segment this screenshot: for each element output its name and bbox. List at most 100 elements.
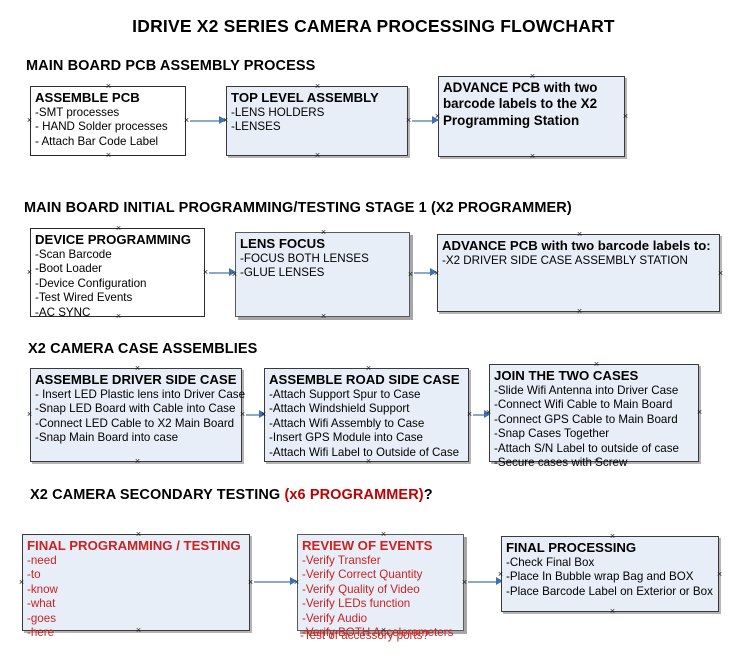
connector-road-side-to-join [473, 414, 487, 416]
connection-point-top[interactable] [576, 231, 583, 238]
connection-point-bottom[interactable] [609, 608, 616, 615]
connection-point-left[interactable] [433, 270, 440, 277]
node-line: -Slide Wifi Antenna into Driver Case [494, 383, 679, 397]
node-review-of-events[interactable]: REVIEW OF EVENTS -Verify Transfer -Verif… [297, 531, 464, 639]
node-line: -Attach S/N Label to outside of case [494, 441, 679, 455]
node-line: -Device Configuration [35, 276, 147, 290]
connection-point-right[interactable] [717, 270, 724, 277]
connection-point-bottom[interactable] [365, 458, 372, 465]
node-line: -Attach Support Spur to Case [269, 387, 421, 401]
connection-point-right[interactable] [202, 269, 209, 276]
connection-point-top[interactable] [529, 73, 536, 80]
connector-final-prog-to-review [254, 581, 292, 583]
connection-point-left[interactable] [231, 271, 238, 278]
connection-point-bottom[interactable] [314, 152, 321, 159]
node-title: FINAL PROCESSING [506, 540, 637, 555]
node-line: -Place Barcode Label on Exterior or Box [506, 584, 713, 598]
connection-point-top[interactable] [593, 361, 600, 368]
connection-point-right[interactable] [466, 411, 473, 418]
section-header-tail: ? [423, 487, 433, 503]
connection-point-left[interactable] [497, 571, 504, 578]
node-line: -Attach Wifi Assembly to Case [269, 416, 425, 430]
node-title: ADVANCE PCB with two barcode labels to t… [443, 80, 598, 128]
node-line: -know [27, 582, 58, 596]
section-header-x2-camera-case-assemblies: X2 CAMERA CASE ASSEMBLIES [28, 341, 258, 357]
node-line: -what [27, 597, 56, 611]
connection-point-right[interactable] [405, 117, 412, 124]
connection-point-bottom[interactable] [115, 313, 122, 320]
node-advance-pcb-to-driver-side-station[interactable]: ADVANCE PCB with two barcode labels to: … [437, 234, 720, 312]
node-line: -Snap Cases Together [494, 427, 610, 441]
node-final-processing[interactable]: FINAL PROCESSING -Check Final Box -Place… [501, 536, 719, 612]
connection-point-right[interactable] [716, 571, 723, 578]
node-line: -X2 DRIVER SIDE CASE ASSEMBLY STATION [442, 253, 688, 267]
connection-point-top[interactable] [135, 531, 142, 538]
node-assemble-road-side-case[interactable]: ASSEMBLE ROAD SIDE CASE -Attach Support … [264, 368, 469, 462]
node-join-the-two-cases[interactable]: JOIN THE TWO CASES -Slide Wifi Antenna i… [489, 361, 699, 469]
node-assemble-driver-side-case[interactable]: ASSEMBLE DRIVER SIDE CASE - Insert LED P… [30, 365, 246, 465]
connection-point-left[interactable] [485, 409, 492, 416]
connection-point-bottom[interactable] [529, 153, 536, 160]
connection-point-right[interactable] [461, 579, 468, 586]
node-line: -Connect GPS Cable to Main Board [494, 412, 678, 426]
connection-point-left[interactable] [26, 117, 33, 124]
connection-point-top[interactable] [314, 83, 321, 90]
connection-point-bottom[interactable] [320, 313, 327, 320]
node-title: ASSEMBLE ROAD SIDE CASE [269, 372, 460, 387]
node-line: - Attach Bar Code Label [35, 134, 159, 148]
connection-point-left[interactable] [434, 113, 441, 120]
node-line: -Test Wired Events [35, 291, 133, 305]
node-line: -Check Final Box [506, 555, 595, 569]
connection-point-bottom[interactable] [576, 308, 583, 315]
connection-point-bottom[interactable] [105, 152, 112, 159]
node-line: -Verify Quality of Video [302, 582, 420, 596]
connection-point-top[interactable] [365, 365, 372, 372]
node-line: - Insert LED Plastic lens into Driver Ca… [35, 387, 246, 401]
connection-point-left[interactable] [18, 579, 25, 586]
connection-point-top[interactable] [320, 229, 327, 236]
node-top-level-assembly[interactable]: TOP LEVEL ASSEMBLY -LENS HOLDERS -LENSES [226, 86, 408, 156]
connection-point-bottom[interactable] [135, 627, 142, 634]
connection-point-top[interactable] [105, 83, 112, 90]
node-line: -Snap LED Board with Cable into Case [35, 402, 236, 416]
connection-point-bottom[interactable] [134, 458, 141, 465]
node-line: -Verify Transfer [302, 553, 381, 567]
connection-point-top[interactable] [134, 365, 141, 372]
connector-driver-to-road-side [246, 414, 262, 416]
node-line: -Attach Wifi Label to Outside of Case [269, 445, 460, 459]
connection-point-left[interactable] [260, 411, 267, 418]
connection-point-top[interactable] [380, 531, 387, 538]
connection-point-right[interactable] [407, 271, 414, 278]
connection-point-right[interactable] [247, 579, 254, 586]
connection-point-right[interactable] [696, 409, 703, 416]
connection-point-left[interactable] [293, 579, 300, 586]
node-lens-focus[interactable]: LENS FOCUS -FOCUS BOTH LENSES -GLUE LENS… [235, 232, 410, 317]
section-header-main-board-pcb-assembly: MAIN BOARD PCB ASSEMBLY PROCESS [26, 58, 316, 74]
node-line: -AC SYNC [35, 305, 91, 319]
connection-point-right[interactable] [183, 117, 190, 124]
connection-point-right[interactable] [239, 411, 246, 418]
node-advance-pcb-to-programming-station[interactable]: ADVANCE PCB with two barcode labels to t… [438, 76, 625, 157]
node-device-programming[interactable]: DEVICE PROGRAMMING -Scan Barcode -Boot L… [30, 225, 205, 320]
node-title: REVIEW OF EVENTS [302, 538, 433, 553]
connection-point-right[interactable] [622, 113, 629, 120]
node-line: -Connect Wifi Cable to Main Board [494, 398, 673, 412]
node-title: TOP LEVEL ASSEMBLY [231, 90, 379, 105]
node-title: ADVANCE PCB with two barcode labels to: [442, 238, 711, 253]
connection-point-left[interactable] [222, 117, 229, 124]
node-assemble-pcb[interactable]: ASSEMBLE PCB -SMT processes - HAND Solde… [30, 86, 186, 156]
section-header-text: X2 CAMERA SECONDARY TESTING [30, 487, 285, 503]
node-title: DEVICE PROGRAMMING [35, 232, 192, 247]
connection-point-top[interactable] [115, 225, 122, 232]
connection-point-left[interactable] [26, 269, 33, 276]
node-line: -Verify Correct Quantity [302, 568, 423, 582]
connection-point-left[interactable] [26, 411, 33, 418]
connector-top-level-to-advance [412, 120, 434, 122]
connection-point-top[interactable] [609, 533, 616, 540]
connector-pcb-to-top-level [190, 120, 221, 122]
connection-point-bottom[interactable] [593, 458, 600, 465]
arrowhead-icon [496, 577, 503, 585]
node-final-programming-testing[interactable]: FINAL PROGRAMMING / TESTING -need -to -k… [22, 531, 250, 639]
node-line: -LENSES [231, 120, 281, 134]
